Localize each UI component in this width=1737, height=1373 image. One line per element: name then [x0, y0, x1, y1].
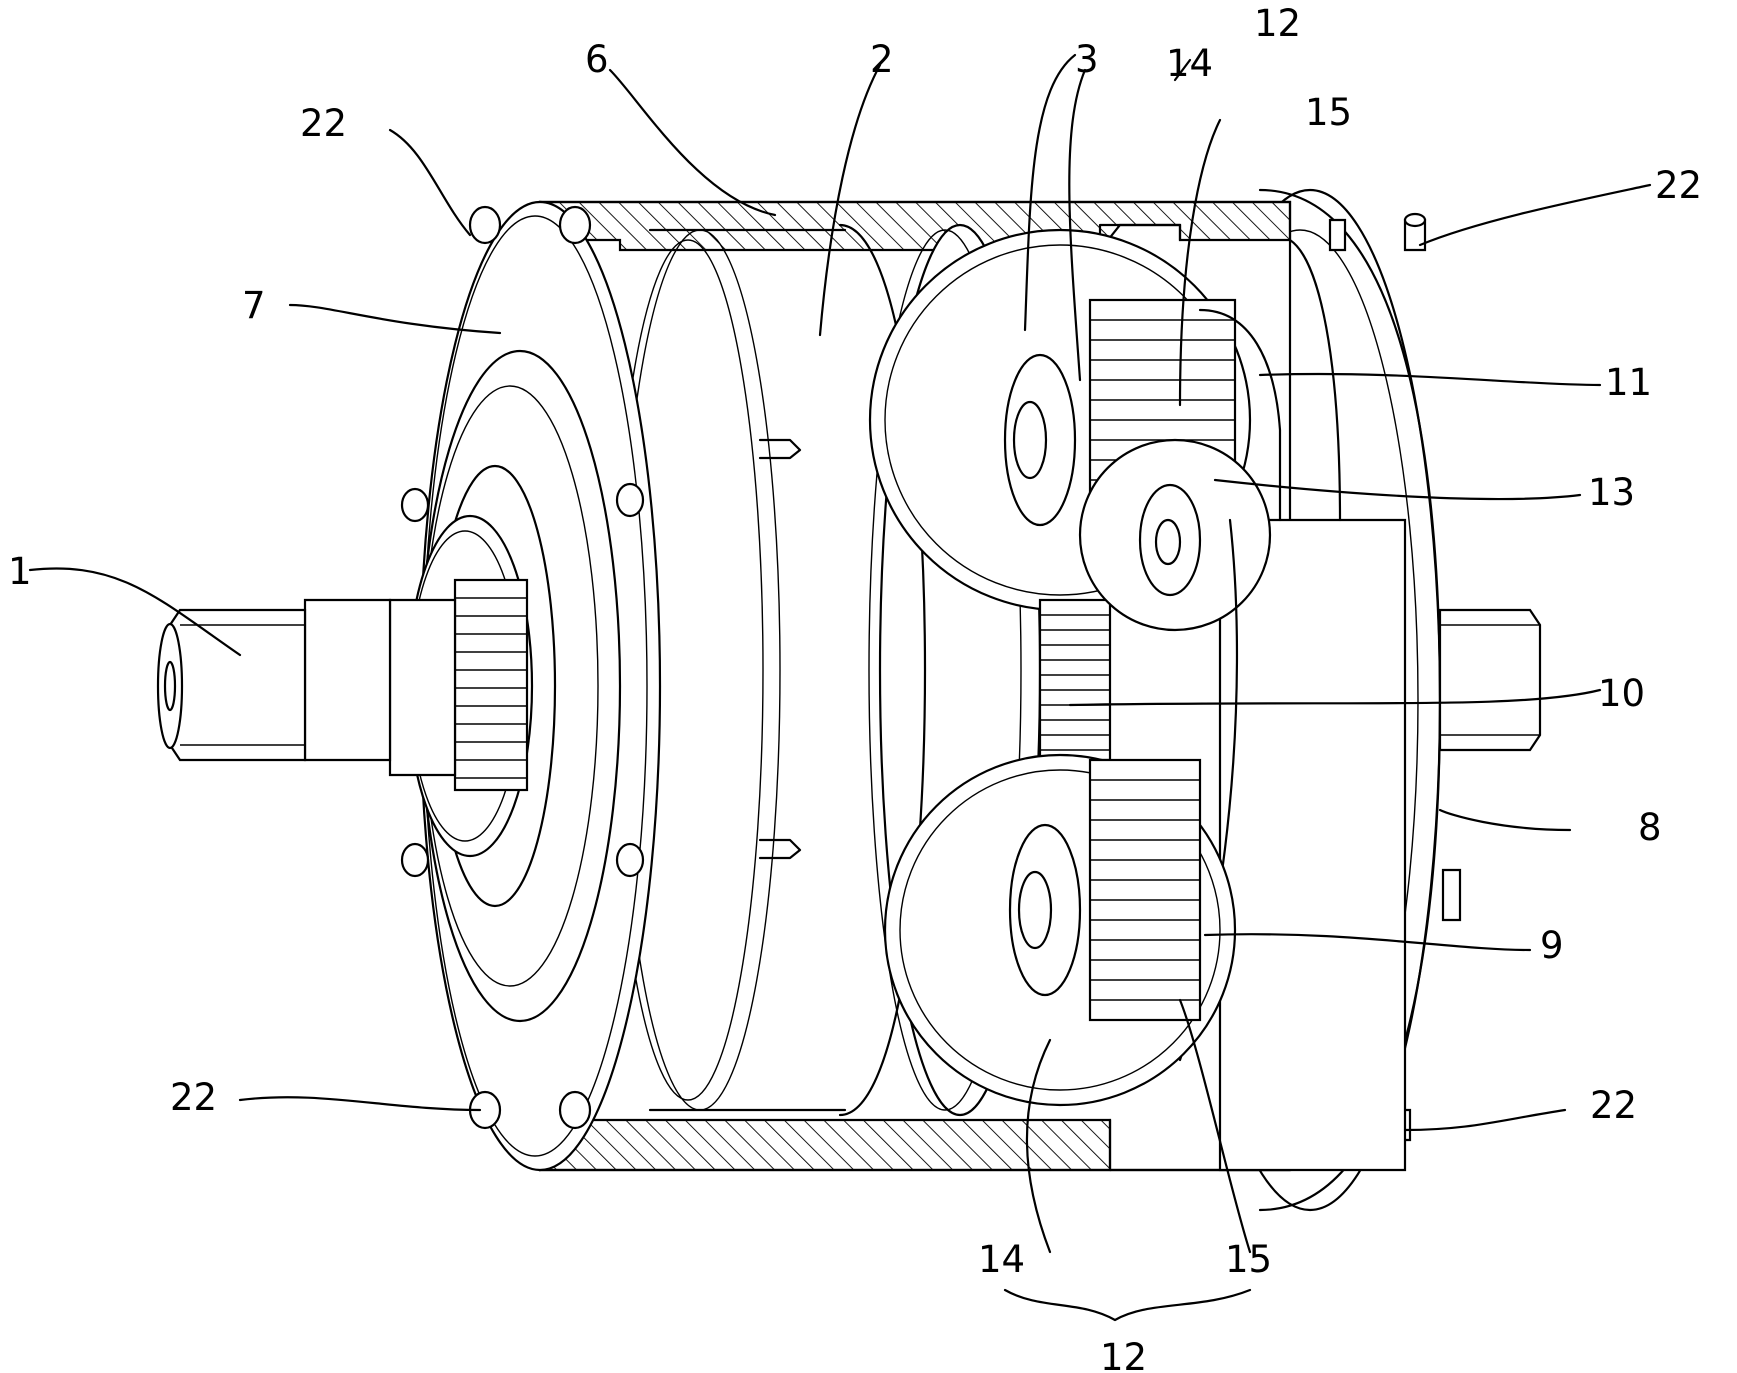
- right-shaft: [1440, 610, 1540, 750]
- label-22-bottom-right: 22: [1590, 1084, 1637, 1127]
- planet-gear-13: [1080, 440, 1270, 630]
- label-15-bottom: 15: [1225, 1238, 1272, 1281]
- label-9: 9: [1540, 924, 1564, 967]
- label-22-top-left: 22: [300, 102, 347, 145]
- label-8: 8: [1638, 806, 1662, 849]
- label-1: 1: [8, 550, 32, 593]
- label-10: 10: [1598, 672, 1645, 715]
- sun-gear-10: [1040, 600, 1110, 760]
- label-12-top: 12: [1254, 2, 1301, 45]
- label-6: 6: [585, 38, 609, 81]
- label-15-top: 15: [1305, 91, 1352, 134]
- label-14-top: 14: [1166, 42, 1213, 85]
- label-12-bottom: 12: [1100, 1336, 1147, 1373]
- input-shaft-1: [158, 600, 455, 775]
- label-14-bottom: 14: [978, 1238, 1025, 1281]
- label-22-top-right: 22: [1655, 164, 1702, 207]
- label-7: 7: [242, 284, 266, 327]
- label-11: 11: [1605, 361, 1652, 404]
- label-3: 3: [1075, 38, 1099, 81]
- planet-gear-15-bottom: [1090, 760, 1200, 1020]
- label-13: 13: [1588, 471, 1635, 514]
- label-2: 2: [870, 38, 894, 81]
- label-22-bottom-left: 22: [170, 1076, 217, 1119]
